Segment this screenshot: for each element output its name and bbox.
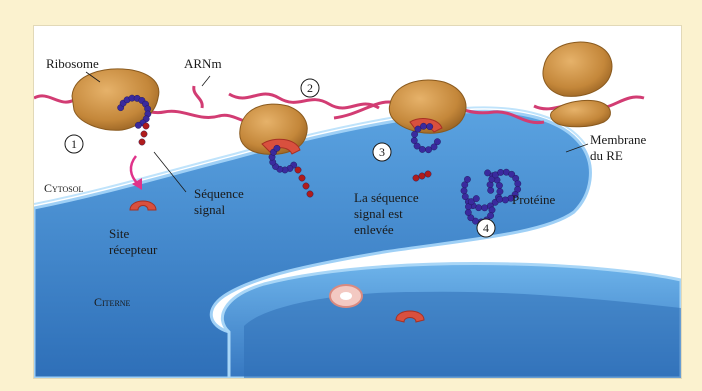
protein-bead xyxy=(462,193,468,199)
protein-bead xyxy=(135,122,141,128)
diagram-frame: Ribosome ARNm Cytosol Séquence signal Si… xyxy=(33,25,682,379)
signal-bead xyxy=(139,139,145,145)
protein-bead xyxy=(420,123,426,129)
signal-bead xyxy=(419,173,425,179)
signal-bead xyxy=(295,167,301,173)
label-ribosome: Ribosome xyxy=(46,56,99,71)
signal-bead xyxy=(307,191,313,197)
signal-bead xyxy=(299,175,305,181)
er-cisterna-inner xyxy=(244,292,681,378)
svg-text:4: 4 xyxy=(483,221,489,235)
leader-mrna xyxy=(202,76,210,86)
step-marker-4: 4 xyxy=(477,219,495,237)
signal-bead xyxy=(303,183,309,189)
label-cisterna: Citerne xyxy=(94,295,131,309)
protein-bead xyxy=(481,205,487,211)
protein-bead xyxy=(465,209,471,215)
protein-bead xyxy=(427,123,433,129)
mrna-lead xyxy=(194,86,202,108)
label-cytosol: Cytosol xyxy=(44,181,84,195)
label-protein: Protéine xyxy=(512,192,556,207)
signal-bead xyxy=(425,171,431,177)
step-marker-2: 2 xyxy=(301,79,319,97)
protein-bead xyxy=(464,176,470,182)
mrna-strand-2 xyxy=(229,94,379,108)
svg-text:3: 3 xyxy=(379,145,385,159)
protein-bead xyxy=(515,180,521,186)
protein-bead xyxy=(497,188,503,194)
protein-bead xyxy=(497,169,503,175)
protein-bead xyxy=(502,197,508,203)
vesicle-center xyxy=(340,292,352,300)
protein-bead xyxy=(425,147,431,153)
svg-text:1: 1 xyxy=(71,137,77,151)
signal-bead xyxy=(413,175,419,181)
signal-bead xyxy=(141,131,147,137)
er-translation-diagram: Ribosome ARNm Cytosol Séquence signal Si… xyxy=(34,26,681,378)
free-ribosome-small xyxy=(551,100,611,126)
protein-bead xyxy=(274,145,280,151)
label-mrna: ARNm xyxy=(184,56,222,71)
protein-bead xyxy=(496,196,502,202)
protein-bead xyxy=(411,137,417,143)
step-marker-3: 3 xyxy=(373,143,391,161)
protein-bead xyxy=(487,187,493,193)
svg-text:2: 2 xyxy=(307,81,313,95)
signal-bead xyxy=(143,123,149,129)
label-er-membrane: Membrane du RE xyxy=(590,132,650,163)
protein-bead xyxy=(489,207,495,213)
protein-bead xyxy=(496,182,502,188)
protein-bead xyxy=(473,195,479,201)
protein-bead xyxy=(461,188,467,194)
step-marker-1: 1 xyxy=(65,135,83,153)
free-ribosome-large xyxy=(543,42,612,96)
